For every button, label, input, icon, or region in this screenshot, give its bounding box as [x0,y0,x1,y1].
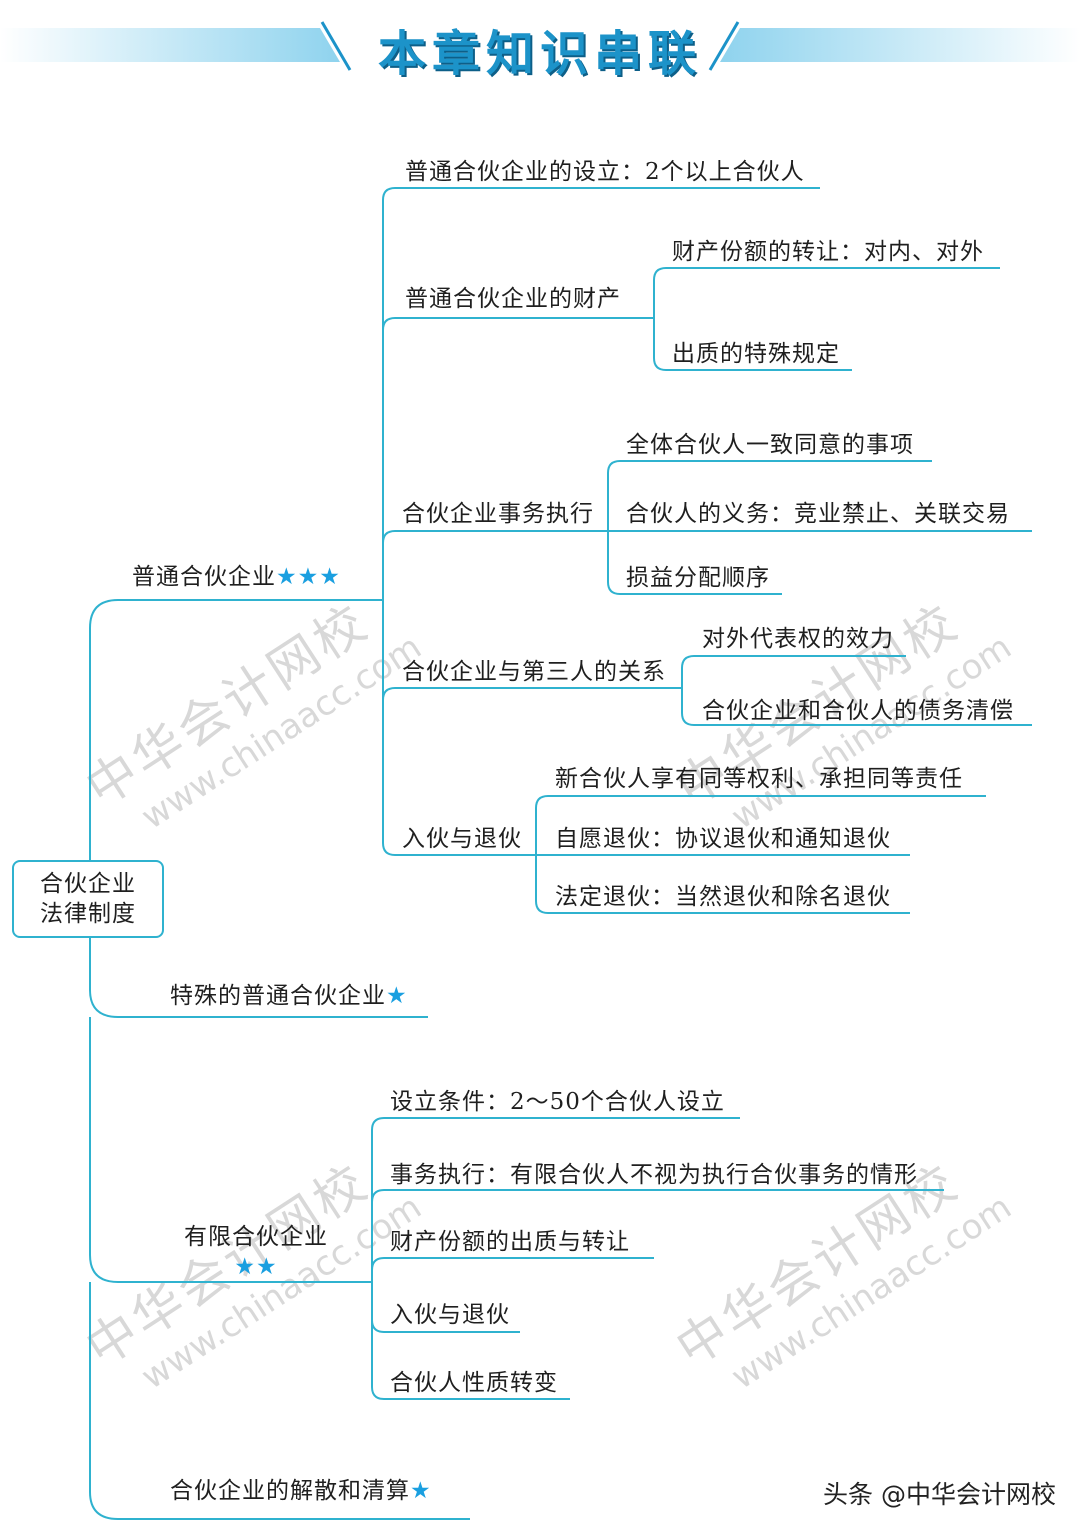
connector [382,317,654,331]
connector [89,1017,372,1283]
branch-special-partnership: 特殊的普通合伙企业★ [170,983,408,1009]
connector [681,688,1032,726]
node-affairs-duties: 合伙人的义务：竞业禁止、关联交易 [626,501,1010,527]
connector [535,795,986,855]
connector [89,938,428,1018]
banner-left-stripe [0,28,340,62]
connector [371,1117,740,1282]
branch-limited-partnership: 有限合伙企业 ★★ [184,1224,328,1280]
star-rating: ★★ [234,1254,278,1280]
node-affairs: 合伙企业事务执行 [402,501,594,527]
node-limited-conditions: 设立条件：2～50个合伙人设立 [390,1089,725,1115]
connector [371,1257,654,1271]
star-rating: ★ [410,1478,432,1504]
node-limited-admission: 入伙与退伙 [390,1302,510,1328]
connector [653,267,1000,318]
node-limited-affairs: 事务执行：有限合伙人不视为执行合伙事务的情形 [390,1162,918,1188]
node-third-party: 合伙企业与第三人的关系 [402,659,666,685]
connector [681,655,906,688]
node-affairs-unanimous: 全体合伙人一致同意的事项 [626,432,914,458]
connector [607,531,782,595]
node-affairs-profit: 损益分配顺序 [626,565,770,591]
node-third-party-representation: 对外代表权的效力 [702,626,894,652]
banner-right-stripe [720,28,1080,62]
root-node: 合伙企业 法律制度 [12,860,164,938]
node-third-party-debts: 合伙企业和合伙人的债务清偿 [702,698,1014,724]
node-general-setup: 普通合伙企业的设立：2个以上合伙人 [405,159,805,185]
page-title: 本章知识串联 [377,26,702,82]
node-general-property: 普通合伙企业的财产 [405,286,621,312]
header-banner [0,21,1080,71]
root-line1: 合伙企业 [40,871,136,897]
branch-general-partnership: 普通合伙企业★★★ [132,564,341,590]
node-limited-conversion: 合伙人性质转变 [390,1370,558,1396]
connector [371,1189,944,1203]
node-property-pledge: 出质的特殊规定 [672,341,840,367]
connector [607,460,932,531]
connector [371,1320,570,1400]
connector [382,530,608,544]
source-credit: 头条 @中华会计网校 [823,1480,1056,1509]
star-rating: ★★★ [276,564,341,590]
connector [382,688,536,856]
node-admission: 入伙与退伙 [402,826,522,852]
connector [382,187,820,600]
connector [89,599,383,860]
root-line2: 法律制度 [40,901,136,927]
connector [89,1282,470,1520]
branch-dissolution: 合伙企业的解散和清算★ [170,1478,432,1504]
node-admission-new-partner: 新合伙人享有同等权利、承担同等责任 [555,766,963,792]
node-limited-property: 财产份额的出质与转让 [390,1229,630,1255]
node-property-transfer: 财产份额的转让：对内、对外 [672,239,984,265]
connector [653,318,852,371]
connector [535,855,910,914]
star-rating: ★ [386,983,408,1009]
node-admission-voluntary: 自愿退伙：协议退伙和通知退伙 [555,826,891,852]
node-admission-statutory: 法定退伙：当然退伙和除名退伙 [555,884,891,910]
